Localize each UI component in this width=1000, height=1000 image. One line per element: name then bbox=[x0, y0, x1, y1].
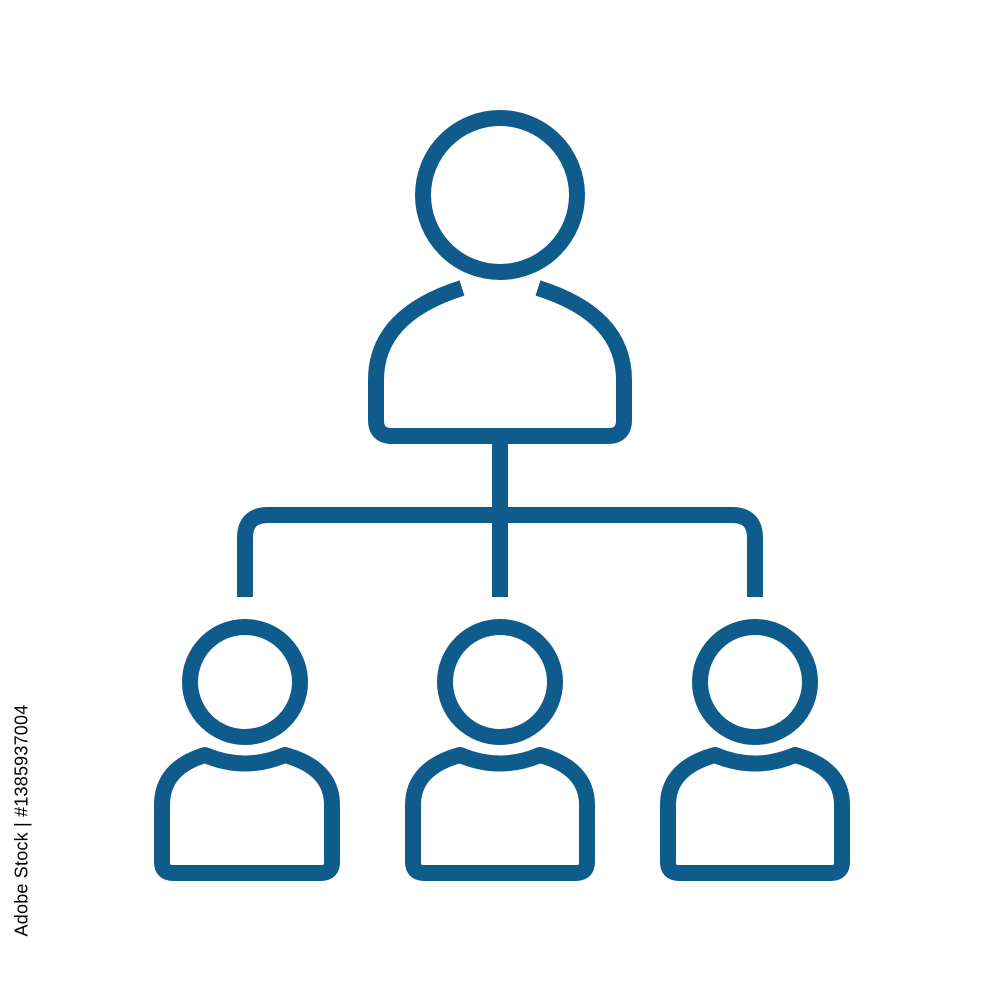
connector-horizontal-bar bbox=[237, 507, 763, 597]
subordinate-left-body bbox=[154, 747, 340, 881]
stock-id-caption: Adobe Stock | #1385937004 bbox=[8, 704, 36, 936]
subordinate-person-icon-center bbox=[405, 619, 595, 881]
hierarchy-connector-lines bbox=[237, 436, 763, 597]
subordinate-person-icon-left bbox=[154, 619, 340, 881]
manager-body bbox=[368, 280, 632, 444]
stock-id-text: Adobe Stock | #1385937004 bbox=[11, 704, 32, 936]
manager-head bbox=[415, 110, 585, 280]
subordinate-person-icon-right bbox=[660, 619, 850, 881]
subordinate-right-body bbox=[660, 747, 850, 881]
subordinate-right-head bbox=[692, 619, 818, 745]
subordinate-left-head bbox=[182, 619, 308, 745]
subordinate-center-body bbox=[405, 747, 595, 881]
subordinate-center-head bbox=[437, 619, 563, 745]
manager-person-icon bbox=[368, 110, 632, 444]
